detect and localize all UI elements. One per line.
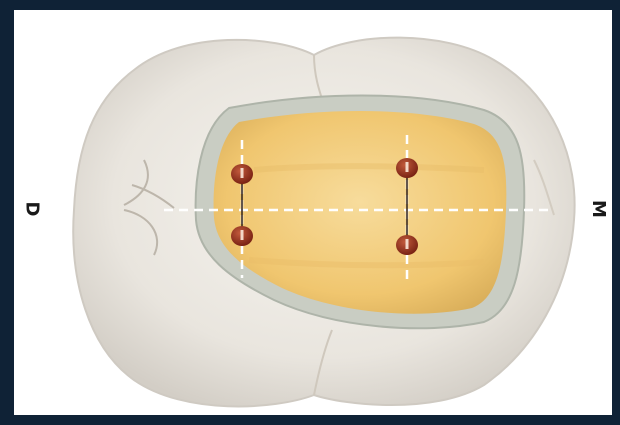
pin-marker-bottom-left (231, 226, 253, 246)
pin-marker-top-left (231, 164, 253, 184)
figure-panel: D M (14, 10, 612, 415)
pin-marker-bottom-right (396, 235, 418, 255)
distal-label: D (22, 202, 40, 217)
pin-marker-top-right (396, 158, 418, 178)
mesial-label: M (589, 200, 607, 218)
tooth-illustration (14, 10, 612, 415)
